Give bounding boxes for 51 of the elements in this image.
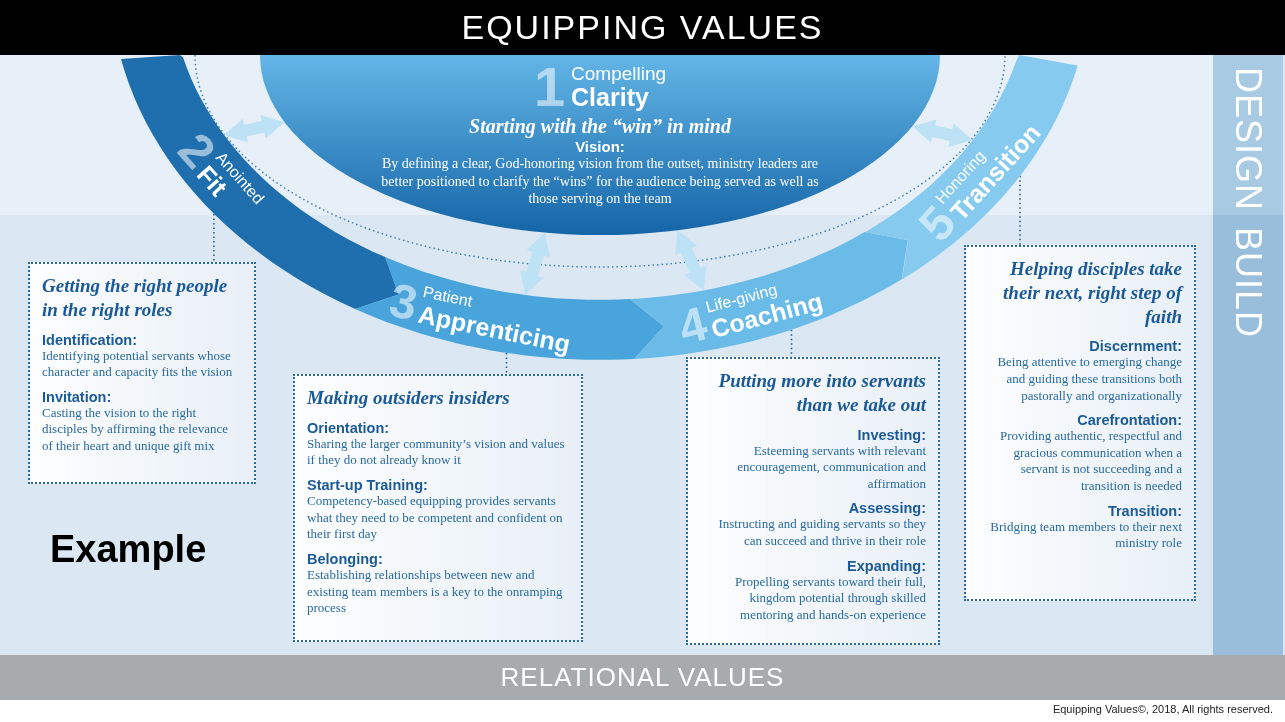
- description: Sharing the larger community’s vision and values if they do not already know it: [307, 435, 566, 469]
- band-title: RELATIONAL VALUES: [500, 662, 785, 693]
- description: Instructing and guiding servants so they can succeed and thrive in their role: [717, 516, 926, 550]
- subheading: Investing:: [856, 426, 926, 443]
- subheading: Discernment:: [1088, 338, 1182, 355]
- copyright-note: Equipping Values©, 2018, All rights reserved.: [1052, 703, 1273, 715]
- panel-heading: Helping disciples take their next, right step of faith: [1002, 257, 1182, 329]
- description: Being attentive to emerging change and guiding these transitions both pastorally and organizationally: [996, 354, 1182, 405]
- description: Providing authentic, respectful and gracious communication when a servant is not succeeding and a transition is needed: [999, 428, 1182, 495]
- description: Bridging team members to their next ministry role: [989, 518, 1182, 552]
- double-arrow: [223, 115, 285, 143]
- subheading: Orientation:: [307, 419, 391, 436]
- panel-heading: Making outsiders insiders: [307, 386, 511, 410]
- arc-segment: [864, 55, 1078, 280]
- description: Identifying potential servants whose character and capacity fits the vision: [42, 347, 234, 381]
- subheading: Expanding:: [846, 557, 926, 574]
- step-number: 1: [533, 59, 566, 115]
- panel-heading: Putting more into servants than we take out: [717, 369, 926, 417]
- description: Casting the vision to the right disciples by affirming the relevance of their heart and unique gift mix: [42, 404, 230, 455]
- subheading: Assessing:: [847, 500, 926, 517]
- double-arrow: [520, 232, 550, 296]
- subheading: Identification:: [42, 331, 139, 348]
- subheading: Start-up Training:: [307, 477, 429, 493]
- example-label: Example: [50, 528, 207, 571]
- side-label: DESIGN: [1227, 67, 1269, 214]
- arc-segment: [355, 257, 664, 360]
- subheading: Belonging:: [307, 550, 384, 567]
- info-panel: [293, 374, 583, 642]
- description: Competency-based equipping provides servants what they need to be competent and confident on their first day: [307, 493, 564, 543]
- description: By defining a clear, God-honoring vision from the outset, ministry leaders are better positioned to clarify the “wins” for the audience being served as well as those serving on the team: [380, 155, 820, 208]
- description: Establishing relationships between new and existing team members is a key to the onramping process: [307, 566, 564, 617]
- subheading: Vision:: [574, 138, 626, 155]
- info-panel: [28, 262, 256, 484]
- leader-line: [213, 213, 215, 263]
- side-label: BUILD: [1227, 227, 1269, 341]
- subheading: Carefrontation:: [1076, 412, 1182, 429]
- info-panel: [686, 357, 940, 645]
- description: Propelling servants toward their full, kingdom potential through skilled mentoring and hands-on experience: [734, 573, 926, 624]
- title: EQUIPPING VALUES: [461, 8, 824, 47]
- panel-heading: Getting the right people in the right roles: [42, 274, 229, 322]
- step-title: Compelling Clarity: [571, 63, 667, 111]
- description: Esteeming servants with relevant encouragement, communication and affirmation: [736, 442, 926, 493]
- leader-line: [1019, 174, 1021, 246]
- subheading: Invitation:: [42, 388, 113, 405]
- tagline: Starting with the “win” in mind: [468, 115, 733, 138]
- arc-segment: [630, 232, 908, 360]
- double-arrow: [912, 119, 973, 147]
- subheading: Transition:: [1106, 502, 1182, 519]
- double-arrow: [675, 230, 707, 291]
- leader-line: [505, 352, 508, 375]
- info-panel: [964, 245, 1196, 601]
